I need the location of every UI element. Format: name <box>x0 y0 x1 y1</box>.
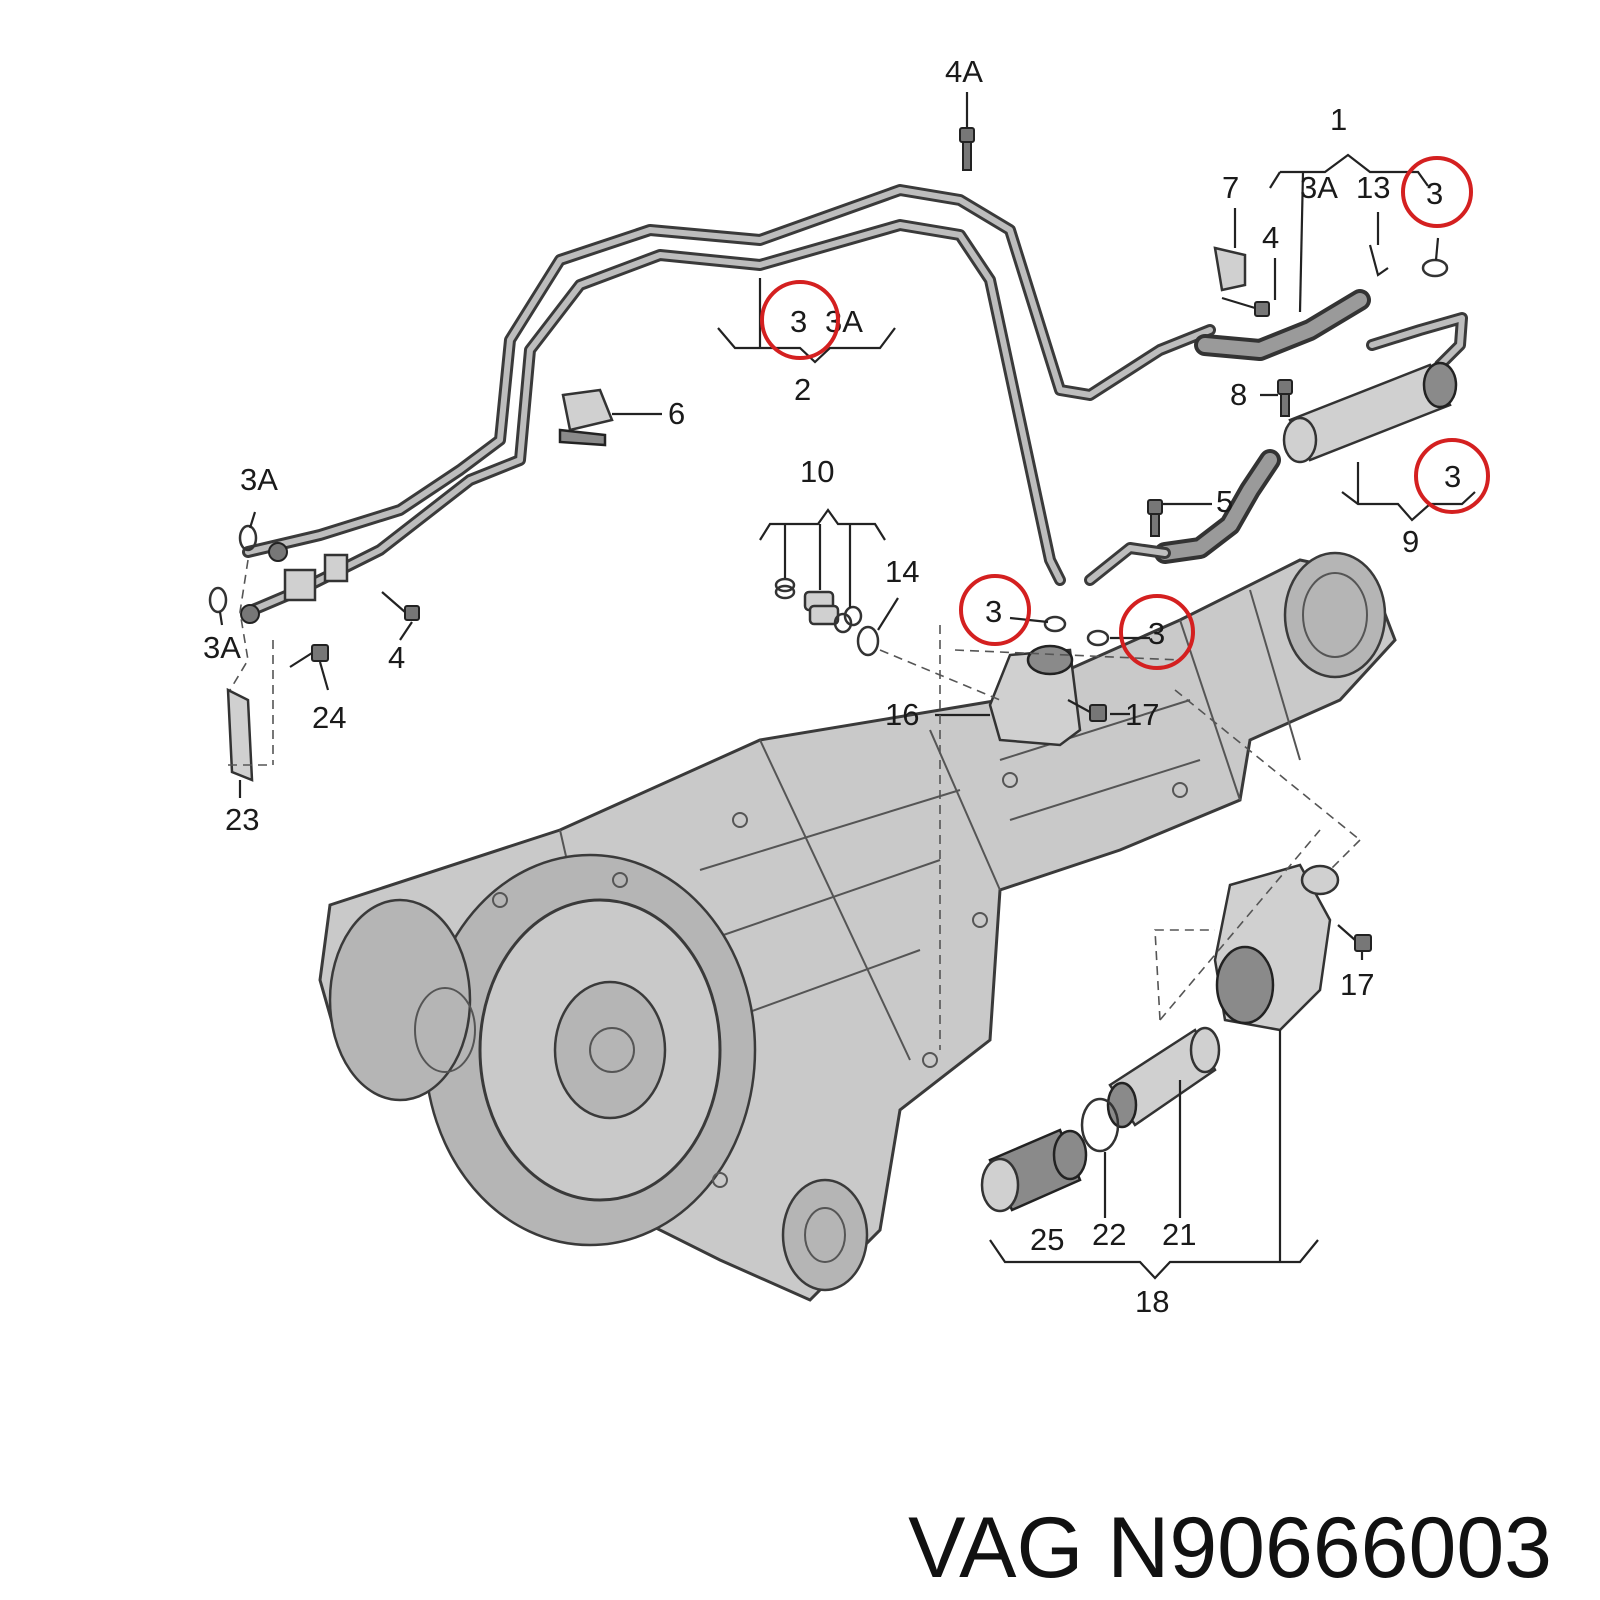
atf-cooler-lines <box>242 184 1468 618</box>
leader-lines <box>218 92 1476 1280</box>
small-parts <box>208 127 1449 1213</box>
label-17-right: 17 <box>1340 967 1374 1002</box>
label-25: 25 <box>1030 1222 1064 1257</box>
callout-labels: 4A 1 7 3A 13 3 4 3 3A 2 6 8 3 9 5 10 3A … <box>203 54 1461 1319</box>
highlight-circle <box>1119 594 1195 670</box>
label-4-left: 4 <box>388 640 405 675</box>
label-4-right: 4 <box>1262 220 1279 255</box>
highlight-circle <box>760 280 840 360</box>
label-3a-pipe: 3A <box>825 304 863 339</box>
highlight-circle <box>959 574 1031 646</box>
label-3a-top: 3A <box>1300 170 1338 205</box>
label-5: 5 <box>1216 484 1233 519</box>
label-3a-left-top: 3A <box>240 462 278 497</box>
label-3-pipe: 3 <box>790 304 807 339</box>
label-22: 22 <box>1092 1217 1126 1252</box>
part-number: N90666003 <box>1107 1500 1552 1596</box>
label-6: 6 <box>668 396 685 431</box>
label-8: 8 <box>1230 377 1247 412</box>
label-3-center-right: 3 <box>1148 616 1165 651</box>
label-10: 10 <box>800 454 834 489</box>
label-3a-left-bottom: 3A <box>203 630 241 665</box>
brand-name: VAG <box>908 1500 1084 1596</box>
label-3-top-right: 3 <box>1426 176 1443 211</box>
label-9: 9 <box>1402 524 1419 559</box>
highlight-circle <box>1414 438 1490 514</box>
label-18: 18 <box>1135 1284 1169 1319</box>
label-14: 14 <box>885 554 919 589</box>
label-24: 24 <box>312 700 346 735</box>
label-7: 7 <box>1222 170 1239 205</box>
part-caption: VAG N90666003 <box>908 1505 1552 1591</box>
label-4a: 4A <box>945 54 983 89</box>
label-1: 1 <box>1330 102 1347 137</box>
highlight-circle <box>1401 156 1473 228</box>
transmission-housing <box>318 551 1397 1302</box>
label-3-cooler: 3 <box>1444 459 1461 494</box>
label-21: 21 <box>1162 1217 1196 1252</box>
atf-cooler <box>1282 361 1458 464</box>
highlight-circles <box>760 156 1490 670</box>
label-23: 23 <box>225 802 259 837</box>
label-17-center: 17 <box>1125 697 1159 732</box>
label-2: 2 <box>794 372 811 407</box>
label-13: 13 <box>1356 170 1390 205</box>
label-3-center-left: 3 <box>985 594 1002 629</box>
label-16: 16 <box>885 697 919 732</box>
